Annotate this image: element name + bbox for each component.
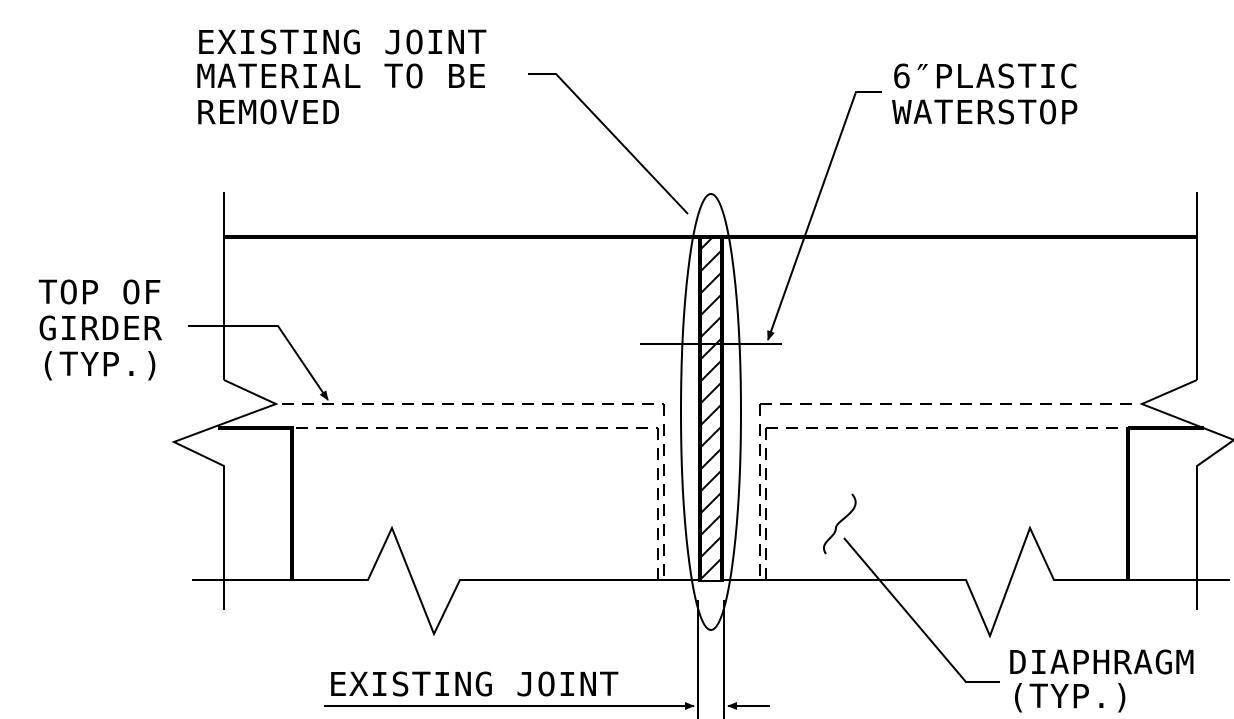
joint-hatch bbox=[701, 238, 721, 581]
left-break-symbol bbox=[171, 379, 279, 610]
joint-material-label-line1: EXISTING JOINT bbox=[196, 23, 488, 62]
hatch-line bbox=[701, 403, 721, 427]
top-of-girder-label-line1: TOP OF bbox=[38, 273, 163, 312]
bottom-line bbox=[192, 525, 698, 637]
diaphragm-leader bbox=[843, 537, 1000, 683]
girder-left bbox=[218, 426, 294, 580]
top-of-girder-leader bbox=[188, 325, 329, 401]
joint-material bbox=[698, 236, 724, 582]
hatch-line bbox=[701, 271, 721, 295]
joint-material-label-line3: REMOVED bbox=[196, 93, 342, 132]
waterstop-label-line2: WATERSTOP bbox=[892, 93, 1080, 132]
existing-joint-dimension bbox=[324, 600, 770, 719]
diaphragm-squiggle bbox=[823, 493, 857, 555]
hatch-line bbox=[701, 447, 721, 471]
joint-material-label-line2: MATERIAL TO BE bbox=[196, 57, 488, 96]
hatch-line bbox=[701, 491, 721, 515]
hatch-line bbox=[701, 359, 721, 383]
waterstop-label-line1: 6″PLASTIC bbox=[892, 57, 1080, 96]
diaphragm-label-line1: DIAPHRAGM bbox=[1008, 643, 1196, 682]
girder-right bbox=[1126, 426, 1204, 580]
hatch-line bbox=[701, 513, 721, 537]
diaphragm-label-line2: (TYP.) bbox=[1008, 677, 1133, 716]
hatch-line bbox=[701, 337, 721, 361]
girder-hidden-lines bbox=[282, 403, 1140, 580]
hatch-line bbox=[701, 249, 721, 273]
hatch-line bbox=[701, 315, 721, 339]
existing-joint-label: EXISTING JOINT bbox=[328, 665, 620, 704]
joint-material-leader bbox=[528, 73, 689, 215]
hatch-line bbox=[701, 425, 721, 449]
joint-callout-ellipse bbox=[680, 193, 742, 631]
hatch-line bbox=[701, 238, 714, 251]
hatch-line bbox=[701, 381, 721, 405]
hatch-line bbox=[701, 535, 721, 559]
hatch-line bbox=[701, 293, 721, 317]
hatch-line bbox=[701, 557, 721, 581]
hatch-line bbox=[701, 469, 721, 493]
waterstop-leader bbox=[767, 91, 882, 341]
bottom-line-right bbox=[724, 525, 1230, 639]
top-of-girder-label-line3: (TYP.) bbox=[38, 345, 163, 384]
deck-slab bbox=[223, 192, 1198, 380]
top-of-girder-label-line2: GIRDER bbox=[38, 309, 163, 348]
right-break-symbol bbox=[1139, 379, 1234, 610]
